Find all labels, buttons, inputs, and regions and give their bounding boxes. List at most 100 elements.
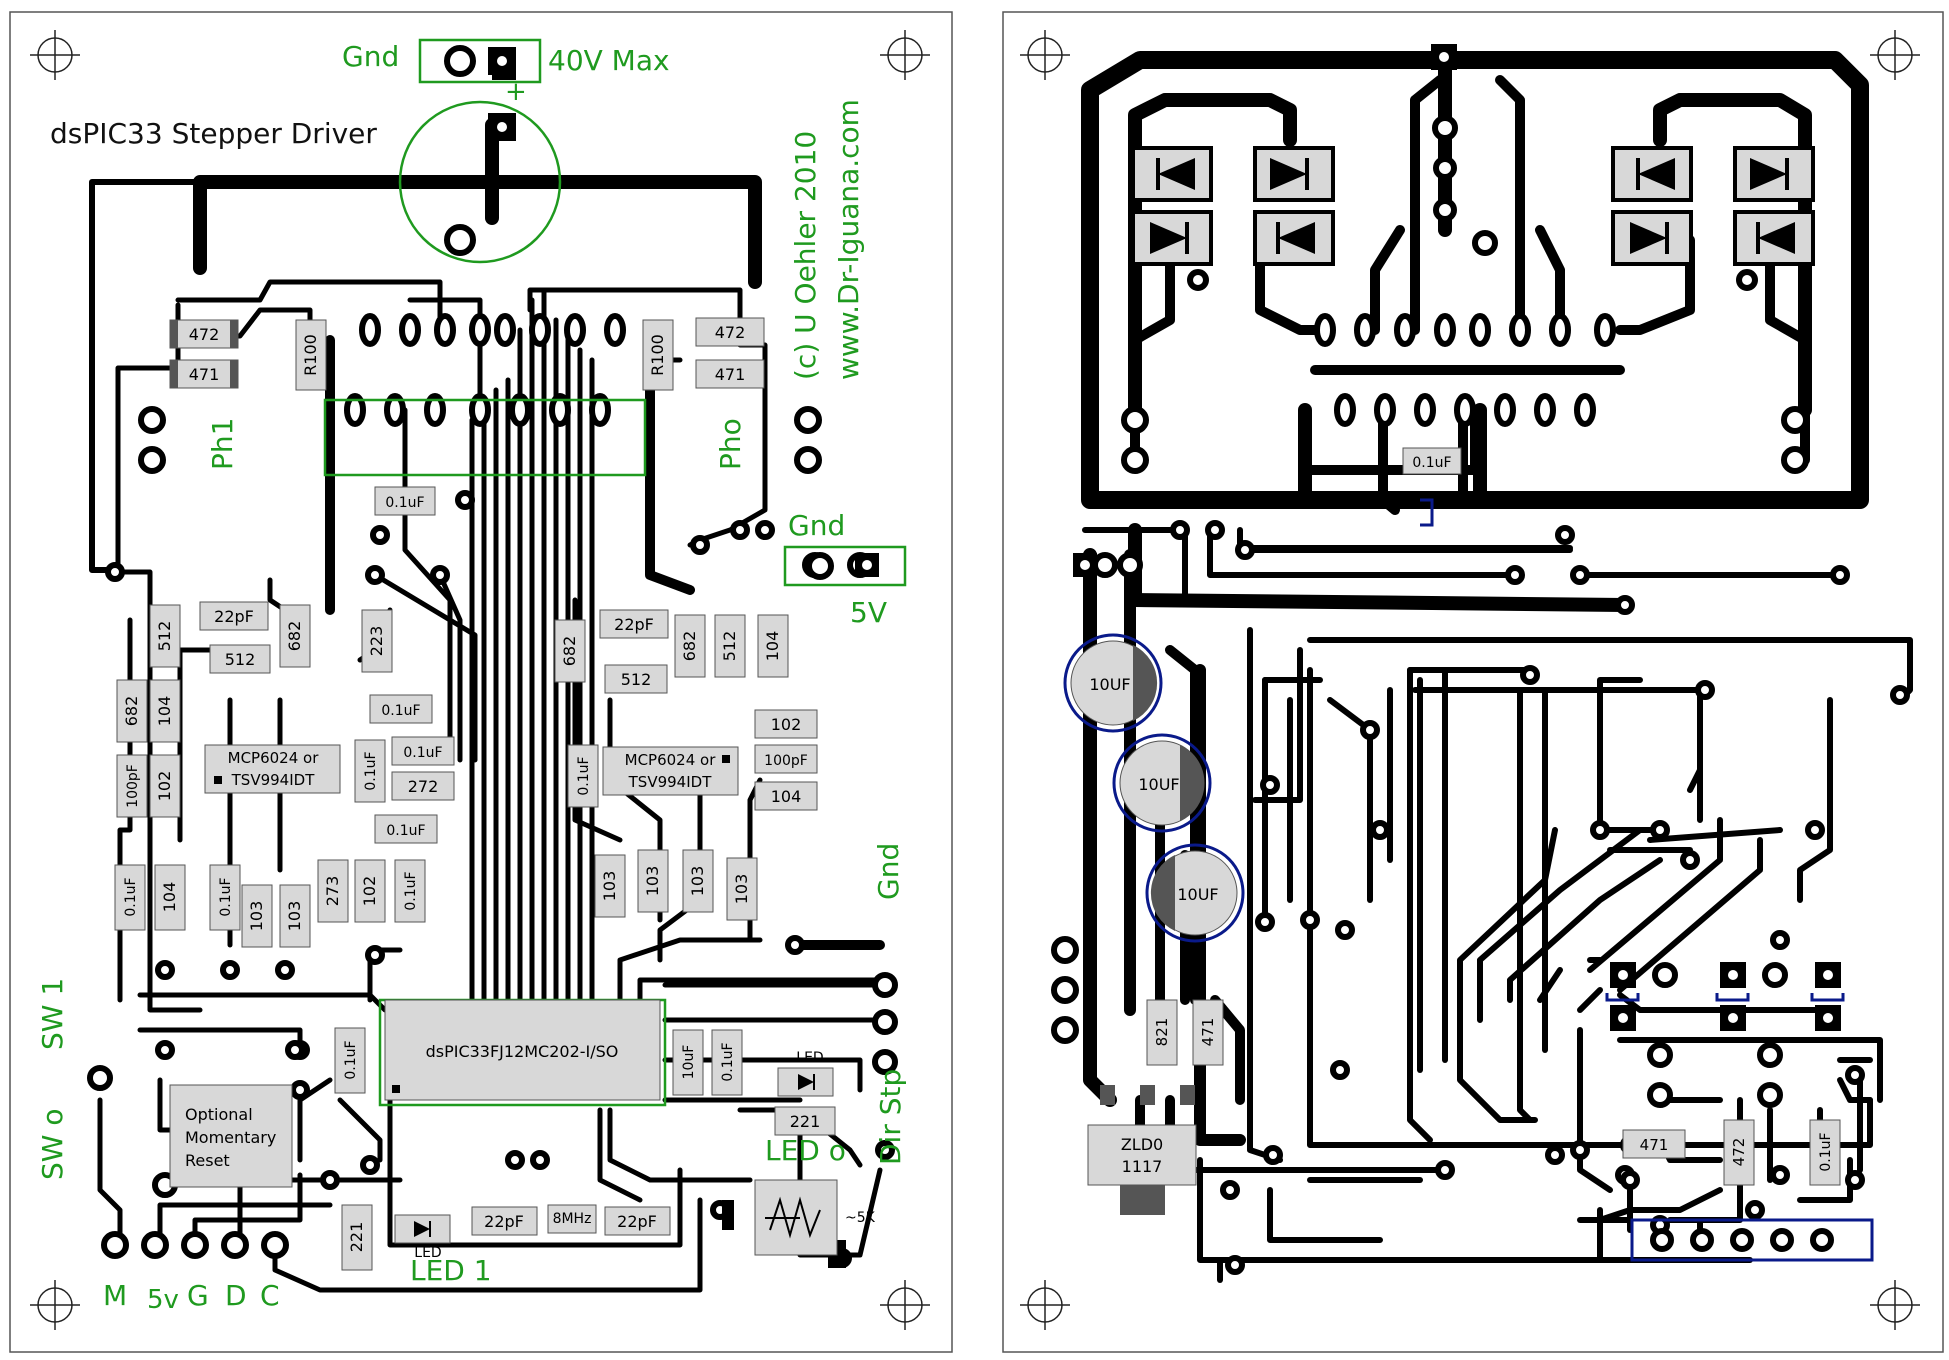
svg-text:104: 104 — [763, 631, 782, 662]
opamp-outline-dashed — [323, 398, 647, 477]
label-gnd-right: Gnd — [872, 843, 905, 900]
label-g: G — [187, 1279, 209, 1312]
label-m: M — [103, 1279, 127, 1312]
svg-text:dsPIC33FJ12MC202-I/SO: dsPIC33FJ12MC202-I/SO — [426, 1042, 619, 1061]
svg-text:0.1uF: 0.1uF — [386, 823, 425, 839]
cap-pad — [444, 224, 476, 256]
copyright-text: (c) U Oehler 2010 — [789, 131, 822, 380]
part-r103d: 103 — [637, 849, 669, 913]
svg-text:512: 512 — [155, 621, 174, 652]
svg-text:0.1uF: 0.1uF — [1412, 455, 1451, 471]
svg-text:103: 103 — [600, 871, 619, 902]
part-r221b: 221 — [341, 1204, 373, 1271]
svg-text:104: 104 — [155, 696, 174, 727]
power-connector-pads — [444, 45, 834, 580]
part-c01c: 0.1uF — [354, 739, 386, 803]
label-led1: LED 1 — [410, 1254, 492, 1287]
part-c22c: 22pF — [471, 1206, 538, 1236]
part-r103c: 103 — [594, 854, 626, 918]
svg-text:100pF: 100pF — [125, 764, 141, 808]
part-r100b: R100 — [642, 319, 674, 391]
part-c01d: 0.1uF — [391, 736, 455, 766]
svg-text:0.1uF: 0.1uF — [576, 756, 592, 795]
right-board: 10UF 10UF 10UF 0.1uF 821 471 471 472 0.1… — [1002, 11, 1944, 1353]
svg-text:682: 682 — [560, 636, 579, 667]
part-r103e: 103 — [682, 849, 714, 913]
part-r221a: 221 — [774, 1106, 836, 1136]
part-c10a: 10uF — [672, 1029, 704, 1096]
board-title: dsPIC33 Stepper Driver — [50, 117, 377, 150]
svg-text:512: 512 — [720, 631, 739, 662]
svg-text:0.1uF: 0.1uF — [385, 495, 424, 511]
svg-text:Momentary: Momentary — [185, 1128, 276, 1147]
part-r471b: 471 — [695, 359, 765, 389]
svg-text:0.1uF: 0.1uF — [343, 1040, 359, 1079]
part-c22b: 22pF — [599, 609, 669, 639]
diode-icon — [1131, 146, 1213, 202]
cap-10uf-2: 10UF — [1112, 733, 1212, 833]
label-gnd-mid: Gnd — [788, 509, 845, 542]
diode-icon — [1253, 146, 1335, 202]
svg-text:223: 223 — [367, 626, 386, 657]
part-r104c: 104 — [757, 614, 789, 678]
svg-text:R100: R100 — [301, 334, 320, 376]
label-plus: + — [505, 77, 527, 107]
svg-text:Optional: Optional — [185, 1105, 253, 1124]
svg-text:104: 104 — [771, 787, 802, 806]
svg-text:682: 682 — [680, 631, 699, 662]
part-r512b: 512 — [209, 644, 271, 674]
part-r471-right-b: 471 — [1622, 1129, 1686, 1159]
svg-text:Reset: Reset — [185, 1151, 230, 1170]
part-c01-right: 0.1uF — [1402, 447, 1462, 475]
part-r512a: 512 — [149, 604, 181, 668]
part-c01i: 0.1uF — [567, 744, 599, 808]
part-r103f: 103 — [726, 857, 758, 921]
part-c01a: 0.1uF — [374, 486, 436, 516]
svg-text:22pF: 22pF — [214, 607, 254, 626]
label-ph1: Ph1 — [206, 418, 239, 470]
part-c100b: 100pF — [754, 744, 818, 774]
part-r472a: 472 — [169, 319, 239, 349]
svg-text:272: 272 — [408, 777, 439, 796]
label-gnd-top: Gnd — [342, 40, 399, 73]
svg-text:472: 472 — [715, 323, 746, 342]
part-c01-right-b: 0.1uF — [1809, 1119, 1841, 1186]
part-r102a: 102 — [149, 754, 181, 818]
part-c01h: 0.1uF — [394, 859, 426, 923]
svg-text:512: 512 — [621, 670, 652, 689]
svg-text:103: 103 — [643, 866, 662, 897]
left-silkscreen — [323, 38, 907, 1107]
part-r471a: 471 — [169, 359, 239, 389]
part-c22d: 22pF — [604, 1206, 671, 1236]
cap-10uf-3: 10UF — [1145, 843, 1245, 943]
power-connector-outline — [418, 38, 542, 84]
svg-text:102: 102 — [360, 876, 379, 907]
label-vmax: 40V Max — [548, 44, 670, 77]
five-v-connector-outline — [783, 545, 907, 587]
svg-text:102: 102 — [771, 715, 802, 734]
part-r512d: 512 — [714, 614, 746, 678]
mounting-hole-icon — [1020, 30, 1920, 1330]
bridge-diodes — [1131, 146, 1815, 266]
svg-text:0.1uF: 0.1uF — [218, 877, 234, 916]
svg-text:104: 104 — [160, 882, 179, 913]
svg-text:472: 472 — [189, 325, 220, 344]
part-r682a: 682 — [279, 604, 311, 668]
svg-text:MCP6024 or: MCP6024 or — [228, 749, 320, 767]
svg-text:471: 471 — [189, 365, 220, 384]
part-r273: 273 — [317, 859, 349, 923]
part-r472b: 472 — [695, 317, 765, 347]
svg-text:103: 103 — [285, 901, 304, 932]
part-r104d: 104 — [754, 781, 818, 811]
svg-text:10uF: 10uF — [681, 1045, 697, 1080]
svg-text:0.1uF: 0.1uF — [403, 871, 419, 910]
svg-text:273: 273 — [323, 876, 342, 907]
part-c01b: 0.1uF — [369, 694, 433, 724]
svg-text:102: 102 — [155, 771, 174, 802]
diode-icon — [1253, 210, 1335, 266]
part-r272: 272 — [391, 771, 455, 801]
part-r104b: 104 — [154, 864, 186, 931]
reset-button-footprint: Optional Momentary Reset — [169, 1084, 293, 1188]
svg-text:821: 821 — [1153, 1018, 1171, 1047]
svg-text:103: 103 — [732, 874, 751, 905]
